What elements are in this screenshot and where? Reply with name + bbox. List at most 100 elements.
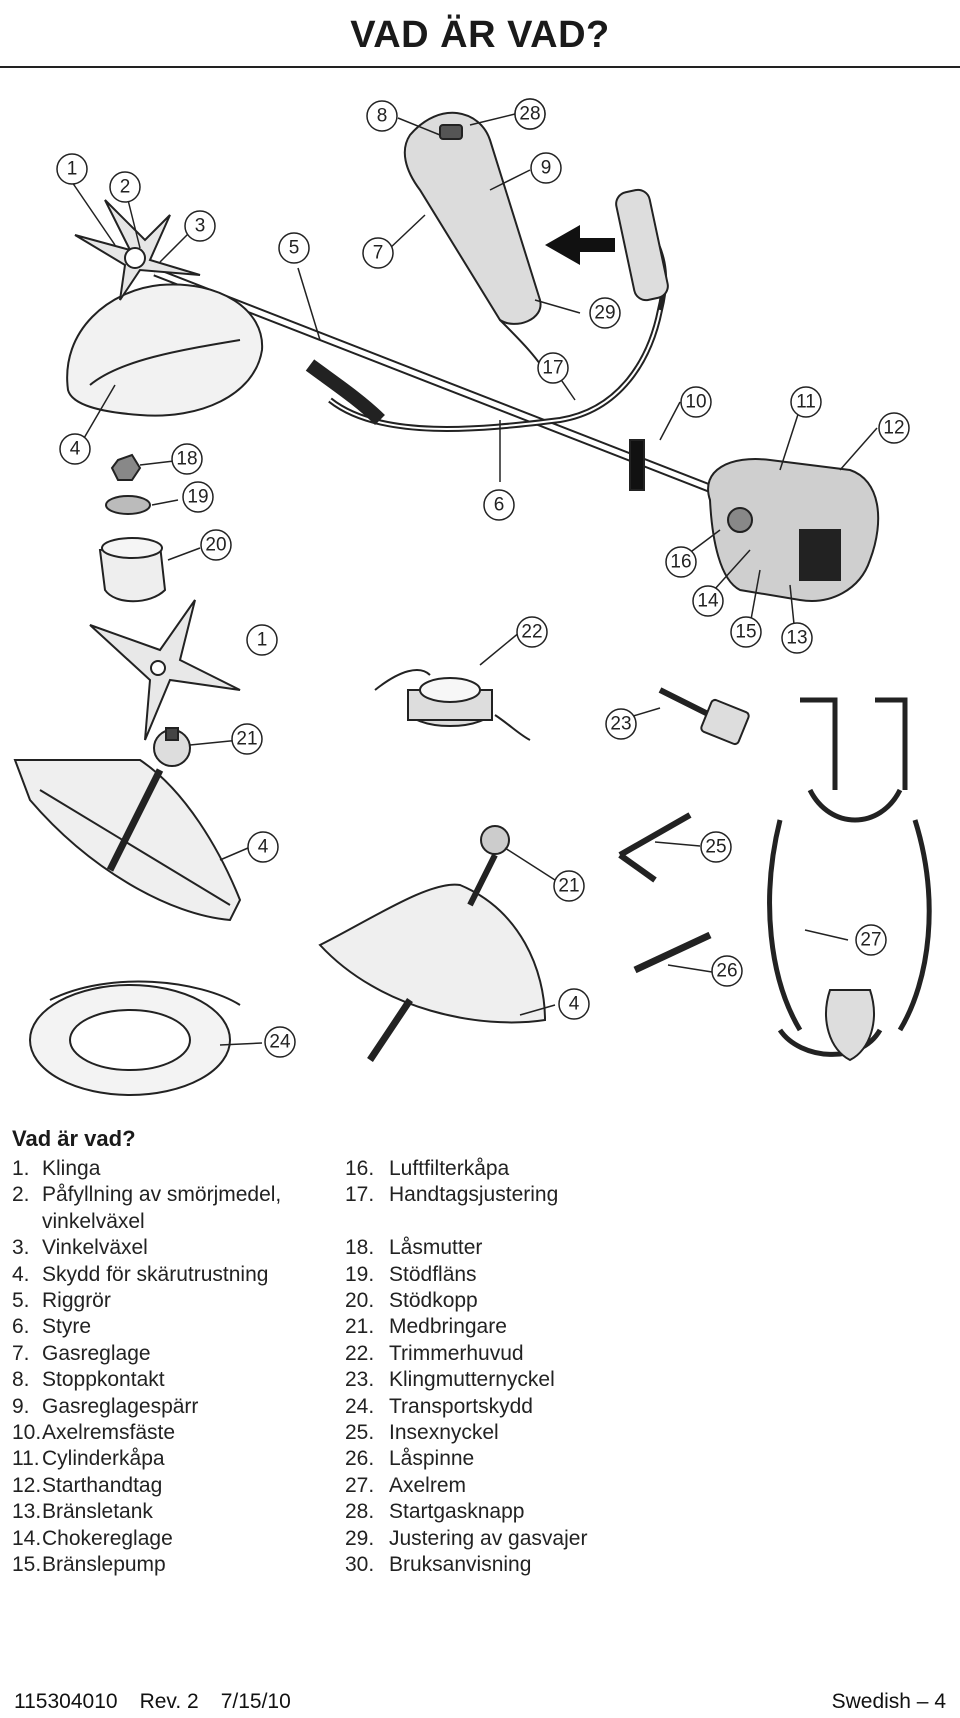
legend-item-label: Axelremsfäste <box>42 1421 176 1445</box>
legend-item: 6.Styre <box>12 1314 281 1340</box>
legend-item-number: 19. <box>345 1262 375 1286</box>
legend-item-number: 6. <box>12 1315 30 1339</box>
legend-item: 28.Startgasknapp <box>345 1499 587 1525</box>
callout-13: 13 <box>786 628 807 649</box>
legend-item-number: 3. <box>12 1236 30 1260</box>
legend-item: 23.Klingmutternyckel <box>345 1367 587 1393</box>
callout-18: 18 <box>176 449 197 470</box>
lock-nut <box>110 453 142 481</box>
legend-item-number: 1. <box>12 1157 30 1180</box>
legend-item-number: 27. <box>345 1473 375 1497</box>
legend-item-number: 4. <box>12 1262 30 1286</box>
legend-item-label: Låsmutter <box>389 1236 483 1260</box>
legend-item-label: Gasreglage <box>42 1341 151 1365</box>
legend-item-number <box>345 1209 389 1235</box>
revision: Rev. 2 <box>139 1690 199 1713</box>
callout-9: 9 <box>541 158 552 179</box>
callout-28: 28 <box>519 104 540 125</box>
page-label: Swedish – 4 <box>831 1690 946 1713</box>
support-flange <box>105 495 151 515</box>
legend-item-label: Påfyllning av smörjmedel, <box>42 1183 282 1207</box>
footer-right: Swedish – 4 <box>832 1690 946 1714</box>
legend-item-number: 26. <box>345 1447 375 1471</box>
legend-item-number: 12. <box>12 1473 42 1497</box>
legend-item-number: 24. <box>345 1394 375 1418</box>
legend-item: 18. Låsmutter <box>345 1235 587 1261</box>
legend-item: 25. Insexnyckel <box>345 1420 587 1446</box>
legend-item: 8.Stoppkontakt <box>12 1367 281 1393</box>
legend-item <box>345 1209 587 1235</box>
legend-item: 24. Transportskydd <box>345 1394 587 1420</box>
callout-15: 15 <box>735 622 756 643</box>
legend-item-number: 20. <box>345 1289 375 1313</box>
legend-item-number: 11. <box>12 1447 40 1471</box>
legend-item-number: 2. <box>12 1183 30 1207</box>
legend-item: 1. Klinga <box>12 1156 281 1182</box>
callout-4b: 4 <box>258 837 269 858</box>
legend-item-label: Trimmerhuvud <box>389 1341 524 1365</box>
legend-item: 20. Stödkopp <box>345 1288 587 1314</box>
legend-item: 19. Stödfläns <box>345 1262 587 1288</box>
callout-14: 14 <box>697 591 719 612</box>
legend-item-label: Axelrem <box>389 1473 467 1497</box>
callout-6: 6 <box>494 495 505 516</box>
legend-item: 29.Justering av gasvajer <box>345 1526 587 1552</box>
legend-item: 13.Bränsletank <box>12 1499 281 1525</box>
legend-item-label: Luftfilterkåpa <box>389 1157 510 1180</box>
legend-item-label: Klinga <box>42 1157 101 1180</box>
page-title: VAD ÄR VAD? <box>350 14 610 56</box>
legend-item-label: Stödfläns <box>389 1262 477 1286</box>
legend-item: 16.Luftfilterkåpa <box>345 1156 587 1182</box>
callout-3: 3 <box>195 216 206 237</box>
callout-29: 29 <box>594 303 615 324</box>
legend-item-label: Starthandtag <box>42 1473 163 1497</box>
callout-4c: 4 <box>569 994 580 1015</box>
legend-item: 4.Skydd för skärutrustning <box>12 1262 281 1288</box>
legend-item-number: 21. <box>345 1315 375 1339</box>
right-grip <box>615 188 669 302</box>
callout-5: 5 <box>289 238 300 259</box>
legend-item-label: vinkelväxel <box>42 1209 145 1233</box>
legend-item: 7.Gasreglage <box>12 1341 281 1367</box>
callout-16: 16 <box>670 552 691 573</box>
legend-item: 17. Handtagsjustering <box>345 1182 587 1208</box>
legend-item: 26.Låspinne <box>345 1446 587 1472</box>
callout-25: 25 <box>705 837 726 858</box>
throttle-handle <box>403 111 542 325</box>
legend-item-number: 25. <box>345 1421 375 1445</box>
footer-date: 7/15/10 <box>220 1690 291 1713</box>
direction-arrow <box>545 225 615 265</box>
legend-item-label: Riggrör <box>42 1289 111 1313</box>
legend-item-number: 18. <box>345 1236 375 1260</box>
legend-item-label: Insexnyckel <box>389 1421 499 1445</box>
callout-1: 1 <box>67 159 78 180</box>
legend-item: 11.Cylinderkåpa <box>12 1446 281 1472</box>
legend-item-number: 22. <box>345 1341 375 1365</box>
callout-2: 2 <box>120 177 131 198</box>
legend-item: 10.Axelremsfäste <box>12 1420 281 1446</box>
legend-item-number: 8. <box>12 1368 30 1392</box>
callout-27: 27 <box>860 930 881 951</box>
parts-illustration: 1 2 3 4 5 6 7 8 9 10 11 12 13 14 15 16 1… <box>13 98 932 1096</box>
callout-21: 21 <box>236 729 257 750</box>
legend-item-number: 13. <box>12 1500 42 1524</box>
legend-item-number: 17. <box>345 1183 375 1207</box>
legend-item-label: Stödkopp <box>389 1289 478 1313</box>
legend-item-number: 14. <box>12 1526 42 1550</box>
legend-item-number: 29. <box>345 1526 375 1550</box>
legend-item-label: Transportskydd <box>389 1394 533 1418</box>
legend-item-label: Handtagsjustering <box>389 1183 559 1207</box>
callout-10: 10 <box>685 392 706 413</box>
callout-26: 26 <box>716 961 737 982</box>
legend-item-label: Medbringare <box>389 1315 507 1339</box>
legend-item-number: 23. <box>345 1368 375 1392</box>
callout-24: 24 <box>269 1032 291 1053</box>
legend-item: 9.Gasreglagespärr <box>12 1394 281 1420</box>
bottom-guard <box>318 883 547 1024</box>
legend-item: 12.Starthandtag <box>12 1473 281 1499</box>
legend-item: 2. Påfyllning av smörjmedel, <box>12 1182 281 1208</box>
legend-item-number: 30. <box>345 1553 375 1577</box>
callout-1b: 1 <box>257 630 268 651</box>
